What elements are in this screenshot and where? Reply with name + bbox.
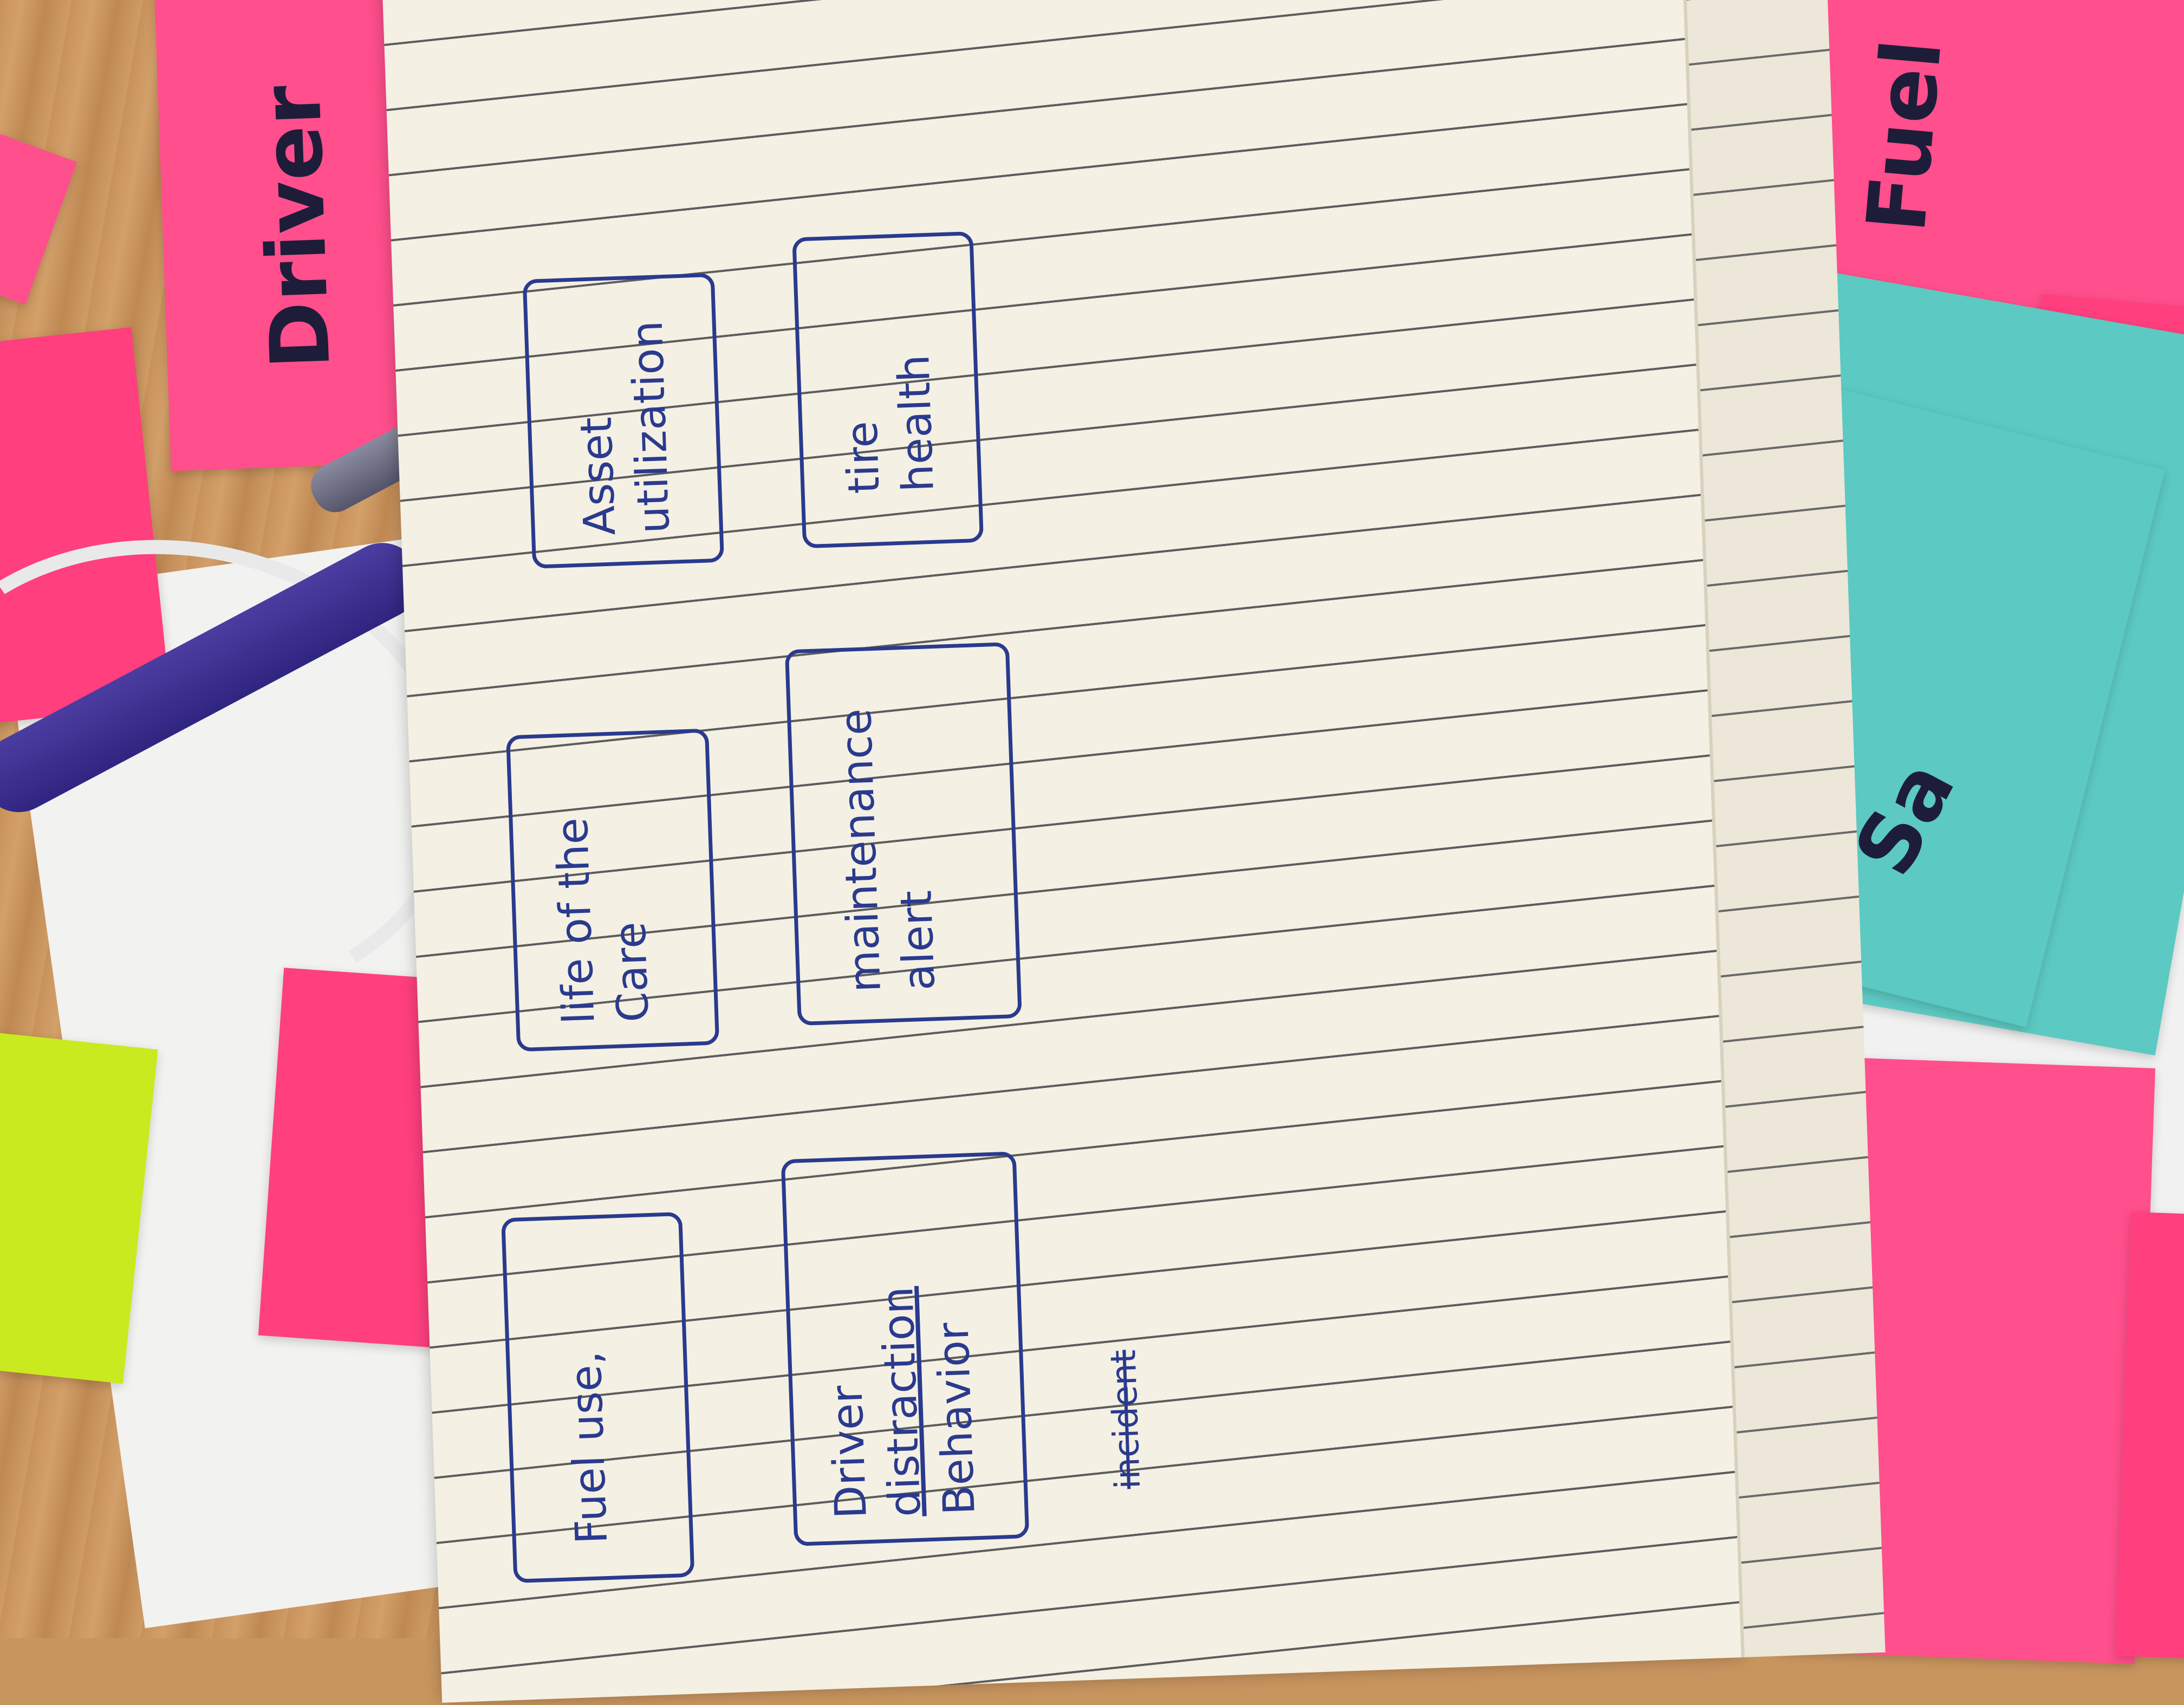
driver-line-3: Behavior [927, 1321, 985, 1516]
maintenance-line-2: alert [890, 890, 945, 991]
notebook: Asset utilization tire health life of th… [317, 0, 1886, 1705]
tire-health-box: tire health [792, 231, 984, 549]
driver-distraction-text: Driver distraction Behavior [816, 1284, 987, 1520]
driver-line-1: Driver [821, 1384, 876, 1520]
life-of-the-care-text: life of the Care [545, 815, 660, 1025]
fuel-line-1: Fuel use, [560, 1350, 618, 1545]
driver-line-2: distraction [872, 1286, 931, 1518]
tire-health-text: tire health [833, 354, 946, 495]
driver-distraction-box: Driver distraction Behavior [781, 1151, 1030, 1546]
tire-line-1: tire [836, 420, 889, 495]
maintenance-line-1: maintenance [830, 708, 890, 994]
fuel-use-box: Fuel use, [501, 1211, 695, 1584]
tire-line-2: health [888, 354, 944, 493]
maintenance-alert-text: maintenance alert [829, 706, 947, 994]
asset-line-2: utilization [621, 320, 680, 535]
asset-utilization-text: Asset utilization [566, 320, 682, 536]
life-line-1: life of the [547, 816, 604, 1025]
incident-note: incident [1103, 1349, 1149, 1490]
asset-line-1: Asset [570, 416, 626, 536]
life-line-2: Care [604, 921, 659, 1023]
life-of-the-care-box: life of the Care [506, 728, 720, 1052]
maintenance-alert-box: maintenance alert [784, 642, 1022, 1026]
fuel-use-text: Fuel use, [558, 1350, 619, 1545]
sticky-note-fuel-text: Fuel [1849, 36, 1960, 236]
asset-utilization-box: Asset utilization [522, 273, 725, 569]
notebook-page: Asset utilization tire health life of th… [382, 0, 1741, 1703]
